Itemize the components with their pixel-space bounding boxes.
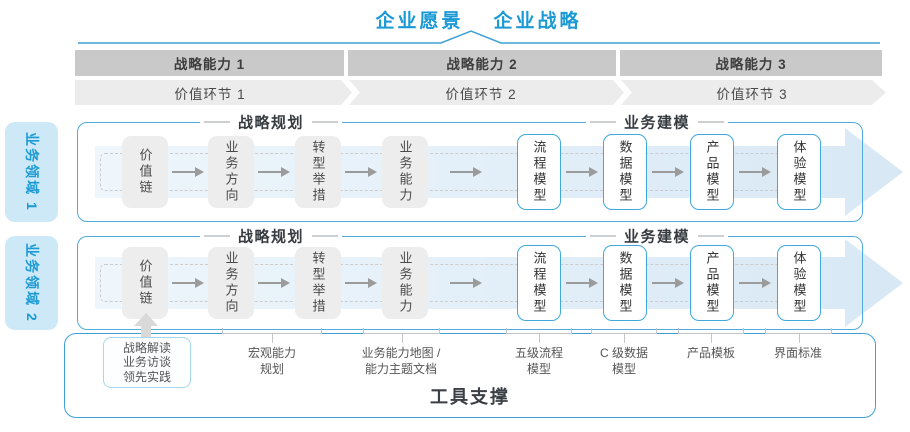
box-data-model: 数据模型 (603, 245, 647, 321)
capability-bar-3: 战略能力 3 (620, 50, 882, 76)
capability-bar-1: 战略能力 1 (75, 50, 344, 76)
section-header-planning-label: 战略规划 (237, 114, 305, 132)
box-data-model: 数据模型 (603, 134, 647, 210)
header-dash (203, 235, 230, 237)
box-value-chain: 价值链 (122, 136, 168, 208)
flow-arrow-icon (566, 167, 598, 177)
tools-support-container: 工具支撑 (64, 333, 876, 418)
section-header-planning: 战略规划 (199, 225, 343, 247)
flow-arrow-icon (258, 167, 290, 177)
flow-arrow-icon (345, 167, 377, 177)
capability-bar-3-label: 战略能力 3 (715, 57, 787, 72)
flow-arrow-icon (450, 167, 482, 177)
section-header-modeling: 业务建模 (585, 111, 729, 133)
tools-support-label: 工具支撑 (430, 387, 510, 407)
bracket-capability-map (363, 328, 440, 343)
bracket-macro-capability (222, 328, 322, 343)
section-header-planning: 战略规划 (199, 111, 343, 133)
flow-arrow-icon (652, 167, 684, 177)
bracket-product-template (678, 328, 744, 343)
domain-1-panel (77, 122, 863, 222)
header-dash (312, 235, 339, 237)
business-domain-row-2: 战略规划 业务建模 价值链 业务方向 转型举措 业务能力 流程模型 数据模型 产… (0, 225, 910, 330)
value-link-2-label: 价值环节 2 (445, 86, 517, 102)
box-process-model: 流程模型 (517, 245, 561, 321)
box-process-model: 流程模型 (517, 134, 561, 210)
bracket-data-model (591, 328, 657, 343)
header-dash (698, 121, 725, 123)
flow-arrow-icon (172, 167, 204, 177)
bracket-process-model (506, 328, 572, 343)
flow-arrow-icon (739, 278, 771, 288)
header-dash (589, 121, 616, 123)
anno-macro-capability: 宏观能力 规划 (247, 346, 297, 376)
box-value-chain: 价值链 (122, 247, 168, 319)
domain-label-1: 业务领域 1 (5, 122, 58, 222)
box-business-capability: 业务能力 (382, 247, 428, 319)
capability-bar-1-label: 战略能力 1 (173, 57, 246, 72)
capability-bar-2: 战略能力 2 (348, 50, 616, 76)
header-dash (312, 121, 339, 123)
value-chain-band (75, 80, 886, 105)
strategy-title: 企业战略 (493, 11, 582, 32)
box-transformation: 转型举措 (295, 247, 341, 319)
capability-bar-2-label: 战略能力 2 (446, 57, 518, 72)
anno-capability-map: 业务能力地图 / 能力主题文档 (361, 346, 441, 376)
value-link-1-label: 价值环节 1 (174, 86, 246, 102)
header-dash (589, 235, 616, 237)
practice-note-box: 战略解读 业务访谈 领先实践 (103, 337, 191, 389)
domain-label-2: 业务领域 2 (5, 236, 58, 330)
box-business-direction: 业务方向 (208, 247, 254, 319)
page-title: 企业愿景 企业战略 (47, 6, 910, 33)
flow-arrow-icon (345, 278, 377, 288)
domain-2-panel (77, 236, 863, 330)
business-domain-row-1: 战略规划 业务建模 价值链 业务方向 转型举措 业务能力 流程模型 数据模型 产… (0, 111, 910, 222)
box-product-model: 产品模型 (690, 134, 734, 210)
caret-line (78, 30, 880, 44)
box-experience-model: 体验模型 (777, 134, 821, 210)
section-header-modeling-label: 业务建模 (623, 228, 691, 246)
anno-product-template: 产品模板 (686, 346, 736, 360)
vision-title: 企业愿景 (375, 11, 464, 32)
flow-arrow-icon (652, 278, 684, 288)
section-header-modeling: 业务建模 (585, 225, 729, 247)
flow-arrow-icon (258, 278, 290, 288)
flow-arrow-icon (450, 278, 482, 288)
section-header-modeling-label: 业务建模 (623, 114, 691, 132)
anno-c-level-data: C 级数据 模型 (599, 346, 649, 376)
box-business-capability: 业务能力 (382, 136, 428, 208)
box-product-model: 产品模型 (690, 245, 734, 321)
header-dash (698, 235, 725, 237)
flow-arrow-icon (172, 278, 204, 288)
anno-five-level-process: 五级流程 模型 (514, 346, 564, 376)
flow-arrow-icon (739, 167, 771, 177)
up-arrow-icon (134, 313, 158, 338)
value-link-3-label: 价值环节 3 (716, 86, 788, 102)
flow-arrow-icon (566, 278, 598, 288)
section-header-planning-label: 战略规划 (237, 228, 305, 246)
header-dash (203, 121, 230, 123)
bracket-ui-standard (765, 328, 832, 343)
box-business-direction: 业务方向 (208, 136, 254, 208)
anno-ui-standard: 界面标准 (773, 346, 823, 360)
box-experience-model: 体验模型 (777, 245, 821, 321)
box-transformation: 转型举措 (295, 136, 341, 208)
